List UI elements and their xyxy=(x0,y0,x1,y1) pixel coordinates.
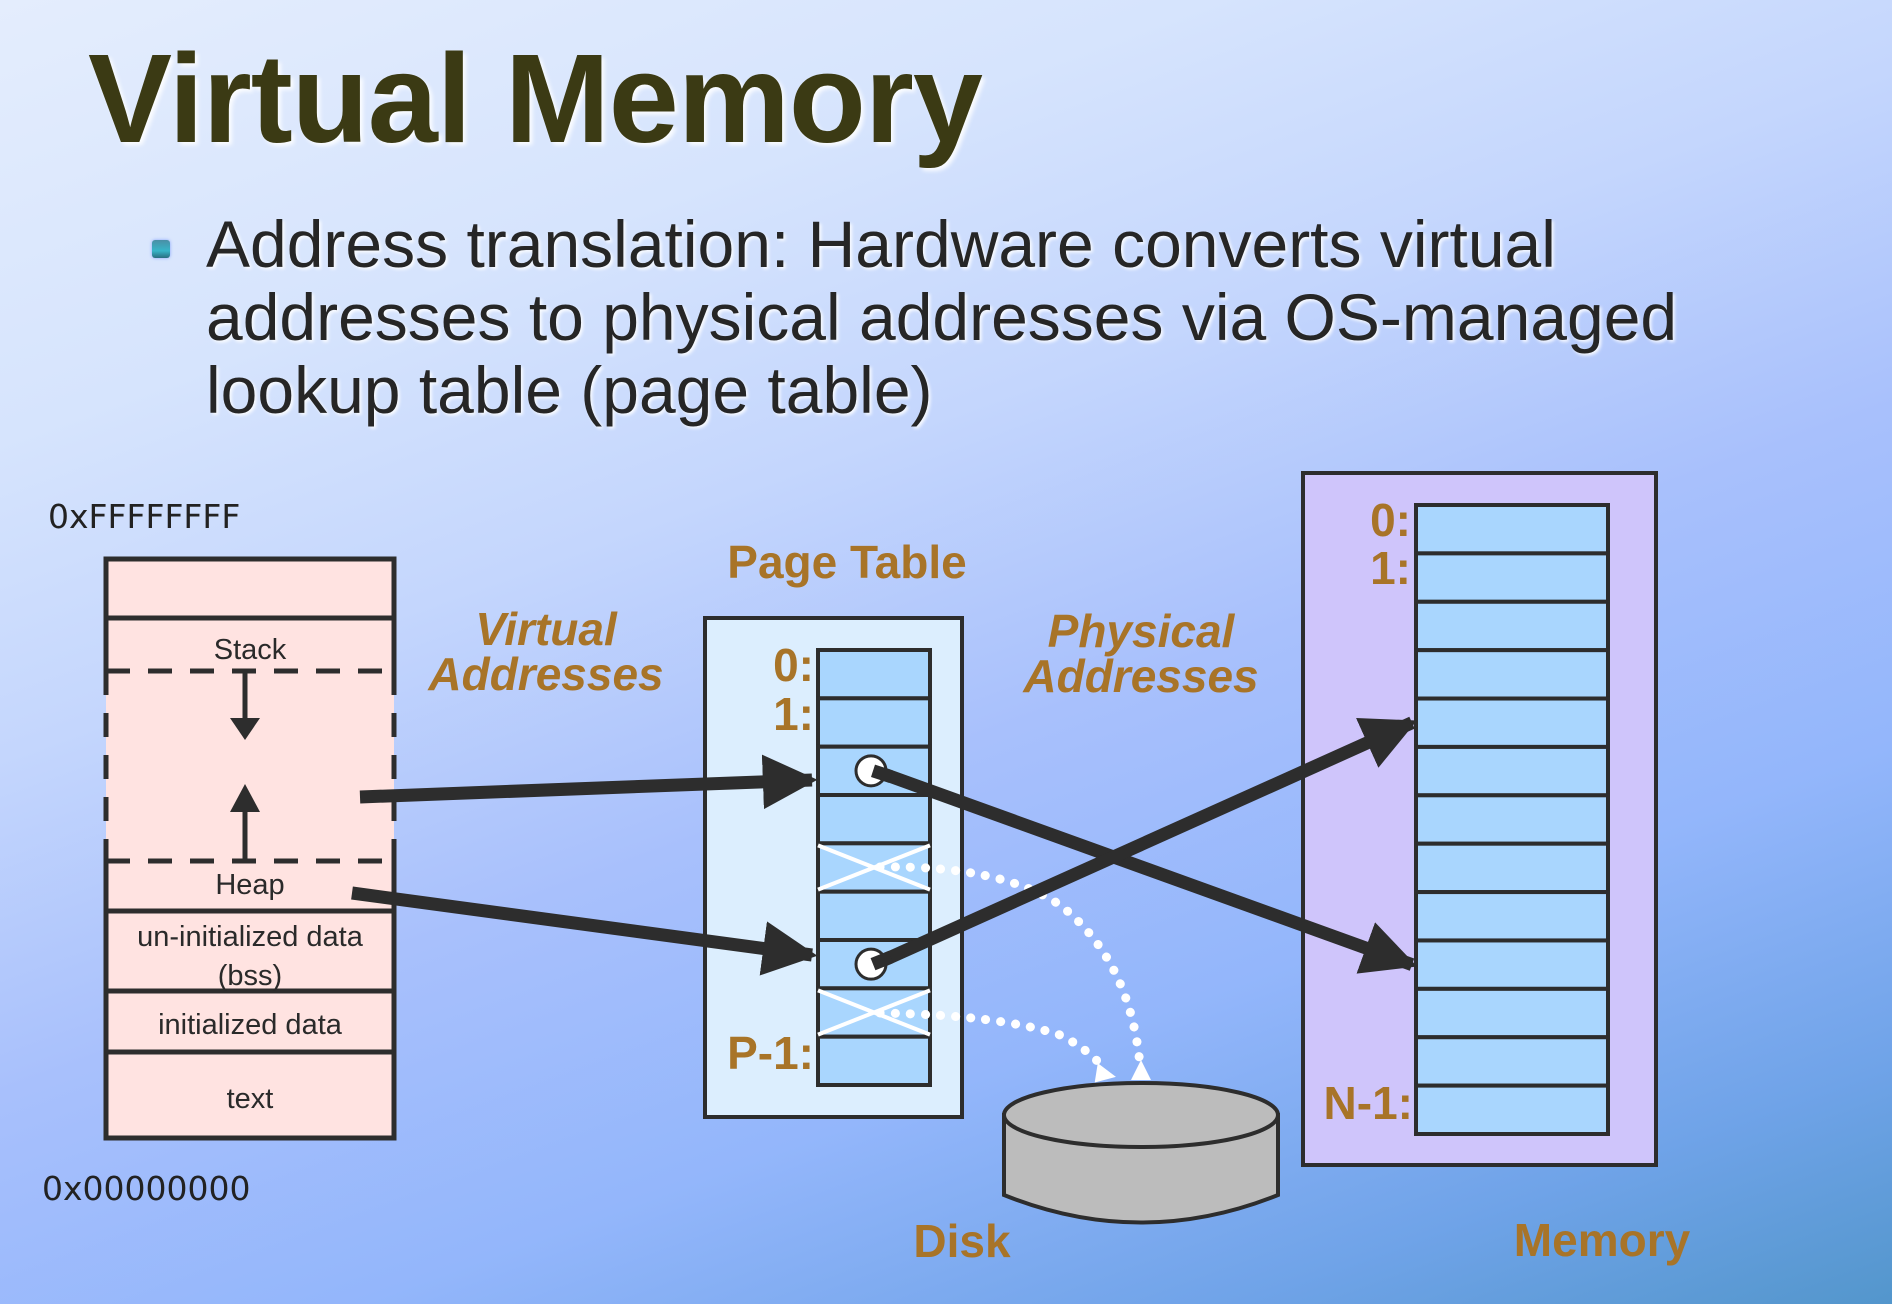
physical-addresses-label-line2: Addresses xyxy=(1022,650,1258,702)
pte-to-frame-arrow xyxy=(872,716,1417,971)
swap-path-2 xyxy=(875,1008,1110,1075)
memory-frame xyxy=(1414,599,1610,653)
virtual-addresses-label-line1: Virtual xyxy=(475,603,618,655)
disk-label: Disk xyxy=(913,1215,1011,1267)
stack-growth-arrow-icon xyxy=(230,718,260,740)
page-table-entry xyxy=(816,1034,932,1087)
page-table-entry xyxy=(816,696,932,749)
address-space-box xyxy=(106,559,394,1138)
address-space: 0xFFFFFFFF 0x00000000 Stack Heap un-init… xyxy=(42,497,397,1208)
memory-frame xyxy=(1414,648,1610,701)
bottom-address-label: 0x00000000 xyxy=(42,1169,251,1208)
pte-pointer-stub xyxy=(870,950,894,971)
segment-bss-line2: (bss) xyxy=(218,960,282,992)
invalid-entry-cross-icon xyxy=(817,988,931,1037)
memory-frame xyxy=(1414,938,1610,991)
segment-stack: Stack xyxy=(214,634,287,666)
memory-label: Memory xyxy=(1514,1214,1691,1266)
memory-index-first: 0: xyxy=(1370,494,1411,546)
page-table-index-first: 0: xyxy=(773,639,814,691)
heap-growth-arrow-icon xyxy=(230,784,260,812)
bullet-text: Address translation: Hardware converts v… xyxy=(206,207,1678,427)
page-table-entry xyxy=(816,793,932,846)
memory-index-last: N-1: xyxy=(1324,1077,1413,1129)
disk-top xyxy=(1002,1081,1280,1149)
memory-frame xyxy=(1414,551,1610,604)
slide-title: Virtual Memory xyxy=(88,28,983,169)
memory-index-second: 1: xyxy=(1370,542,1411,594)
address-space-bottom-border xyxy=(103,861,397,1141)
segment-text: text xyxy=(227,1083,274,1115)
memory-frame xyxy=(1414,841,1610,895)
page-table-index-second: 1: xyxy=(773,688,814,740)
page-table-index-last: P-1: xyxy=(727,1027,814,1079)
memory-frame xyxy=(1414,890,1610,943)
physical-memory: 0: 1: N-1: xyxy=(1301,471,1658,1167)
top-address-label: 0xFFFFFFFF xyxy=(48,497,240,536)
memory-frame xyxy=(1414,503,1610,556)
page-table: 0: 1: P-1: xyxy=(703,616,964,1119)
physical-addresses-label-line1: Physical xyxy=(1048,605,1236,657)
disk-icon xyxy=(1002,1081,1280,1225)
virtual-to-pte-arrow-stack xyxy=(359,754,818,810)
segment-bss-line1: un-initialized data xyxy=(137,921,364,953)
segment-initialized-data: initialized data xyxy=(158,1009,343,1041)
page-table-entry xyxy=(816,889,932,943)
memory-frame xyxy=(1414,986,1610,1040)
swap-arrow-1-icon xyxy=(1131,1060,1151,1080)
invalid-entry-cross-icon xyxy=(817,843,931,892)
page-table-title: Page Table xyxy=(727,536,966,588)
virtual-to-pte-arrow-heap xyxy=(351,886,818,976)
page-table-entry xyxy=(816,648,932,701)
pte-pointer-stub xyxy=(871,764,893,783)
memory-frame xyxy=(1414,1083,1610,1136)
memory-frame xyxy=(1414,696,1610,749)
segment-heap: Heap xyxy=(215,869,284,901)
swap-arrow-2-icon xyxy=(1094,1063,1116,1083)
memory-frame xyxy=(1414,1035,1610,1088)
bullet-icon xyxy=(152,240,170,258)
address-space-top-border xyxy=(103,556,397,671)
virtual-addresses-label-line2: Addresses xyxy=(427,648,663,700)
memory-frame xyxy=(1414,793,1610,846)
memory-frame xyxy=(1414,744,1610,798)
pte-to-frame-arrow xyxy=(872,764,1418,974)
